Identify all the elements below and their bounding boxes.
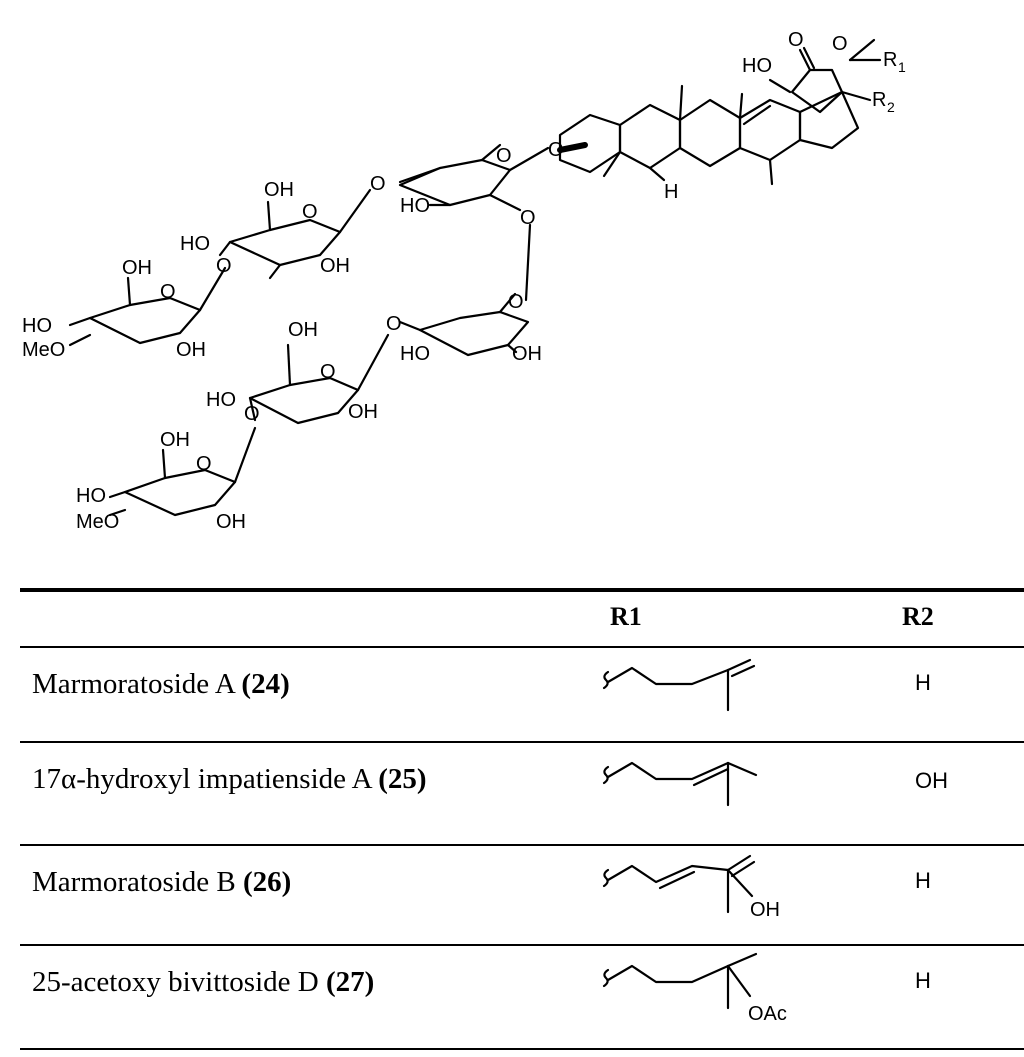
label-o-link3: O <box>216 255 232 277</box>
sidechain-marmoratoside-b: OH <box>602 854 780 921</box>
sugar-rings <box>68 143 550 517</box>
label-o-glyco: O <box>548 139 564 161</box>
label-o-sugar3-ring: O <box>160 281 176 303</box>
label-oh-sugar6-top: OH <box>160 429 190 451</box>
sidechain-label-oh: OH <box>750 899 780 921</box>
header-r2: R2 <box>902 602 934 631</box>
header-rule <box>20 646 1024 648</box>
table-top-rule <box>20 588 1024 592</box>
r2-value-26: H <box>915 868 931 893</box>
label-r1: R <box>883 49 897 71</box>
r2-value-27: H <box>915 968 931 993</box>
label-o-sugar1-ring: O <box>496 145 512 167</box>
label-r1-sub: 1 <box>898 59 906 75</box>
chemical-structure: HO O O R 1 R 2 H O O HO O O OH HO O OH O… <box>22 29 906 533</box>
label-o-sugar5-ring: O <box>320 361 336 383</box>
label-r2-sub: 2 <box>887 99 895 115</box>
atom-labels: HO O O R 1 R 2 H O O HO O O OH HO O OH O… <box>22 29 906 533</box>
label-o-link2: O <box>520 207 536 229</box>
label-oh-sugar3-top: OH <box>122 257 152 279</box>
sidechain-impatienside <box>602 761 758 807</box>
label-ho-sugar2: HO <box>180 233 210 255</box>
r2-value-25: OH <box>915 768 948 793</box>
compound-name-25: 17α-hydroxyl impatienside A (25) <box>32 763 427 795</box>
aglycone-bonds <box>557 38 882 186</box>
label-r2: R <box>872 89 886 111</box>
label-oh-sugar5-top: OH <box>288 319 318 341</box>
sidechain-bivittoside: OAc <box>602 952 787 1025</box>
label-meo-sugar6: MeO <box>76 511 119 533</box>
label-oh-sugar4: OH <box>512 343 542 365</box>
label-o-link5: O <box>244 403 260 425</box>
label-ho-sugar1: HO <box>400 195 430 217</box>
label-oh-sugar5: OH <box>348 401 378 423</box>
label-ho-top: HO <box>742 55 772 77</box>
label-oh-sugar6: OH <box>216 511 246 533</box>
header-r1: R1 <box>610 602 642 631</box>
label-o-link1: O <box>370 173 386 195</box>
table-bottom-rule <box>20 1048 1024 1050</box>
label-oh-sugar3: OH <box>176 339 206 361</box>
label-ho-sugar5: HO <box>206 389 236 411</box>
compound-name-27: 25-acetoxy bivittoside D (27) <box>32 966 375 998</box>
label-oh-sugar2: OH <box>320 255 350 277</box>
label-ho-sugar4: HO <box>400 343 430 365</box>
label-meo-sugar3: MeO <box>22 339 65 361</box>
row-rule-3 <box>20 944 1024 946</box>
label-oh-sugar2-top: OH <box>264 179 294 201</box>
label-ho-sugar3: HO <box>22 315 52 337</box>
label-o-sugar4-ring: O <box>508 291 524 313</box>
label-o-lactone-ring: O <box>832 33 848 55</box>
label-o-sugar6-ring: O <box>196 453 212 475</box>
label-o-link4: O <box>386 313 402 335</box>
compound-name-24: Marmoratoside A (24) <box>32 668 290 700</box>
sidechain-marmoratoside-a <box>602 658 756 712</box>
label-ho-sugar6: HO <box>76 485 106 507</box>
label-h: H <box>664 181 678 203</box>
label-o-lactone: O <box>788 29 804 51</box>
row-rule-1 <box>20 741 1024 743</box>
label-o-sugar2-ring: O <box>302 201 318 223</box>
row-rule-2 <box>20 844 1024 846</box>
r2-value-24: H <box>915 670 931 695</box>
sidechain-label-oac: OAc <box>748 1003 787 1025</box>
compound-name-26: Marmoratoside B (26) <box>32 866 292 898</box>
